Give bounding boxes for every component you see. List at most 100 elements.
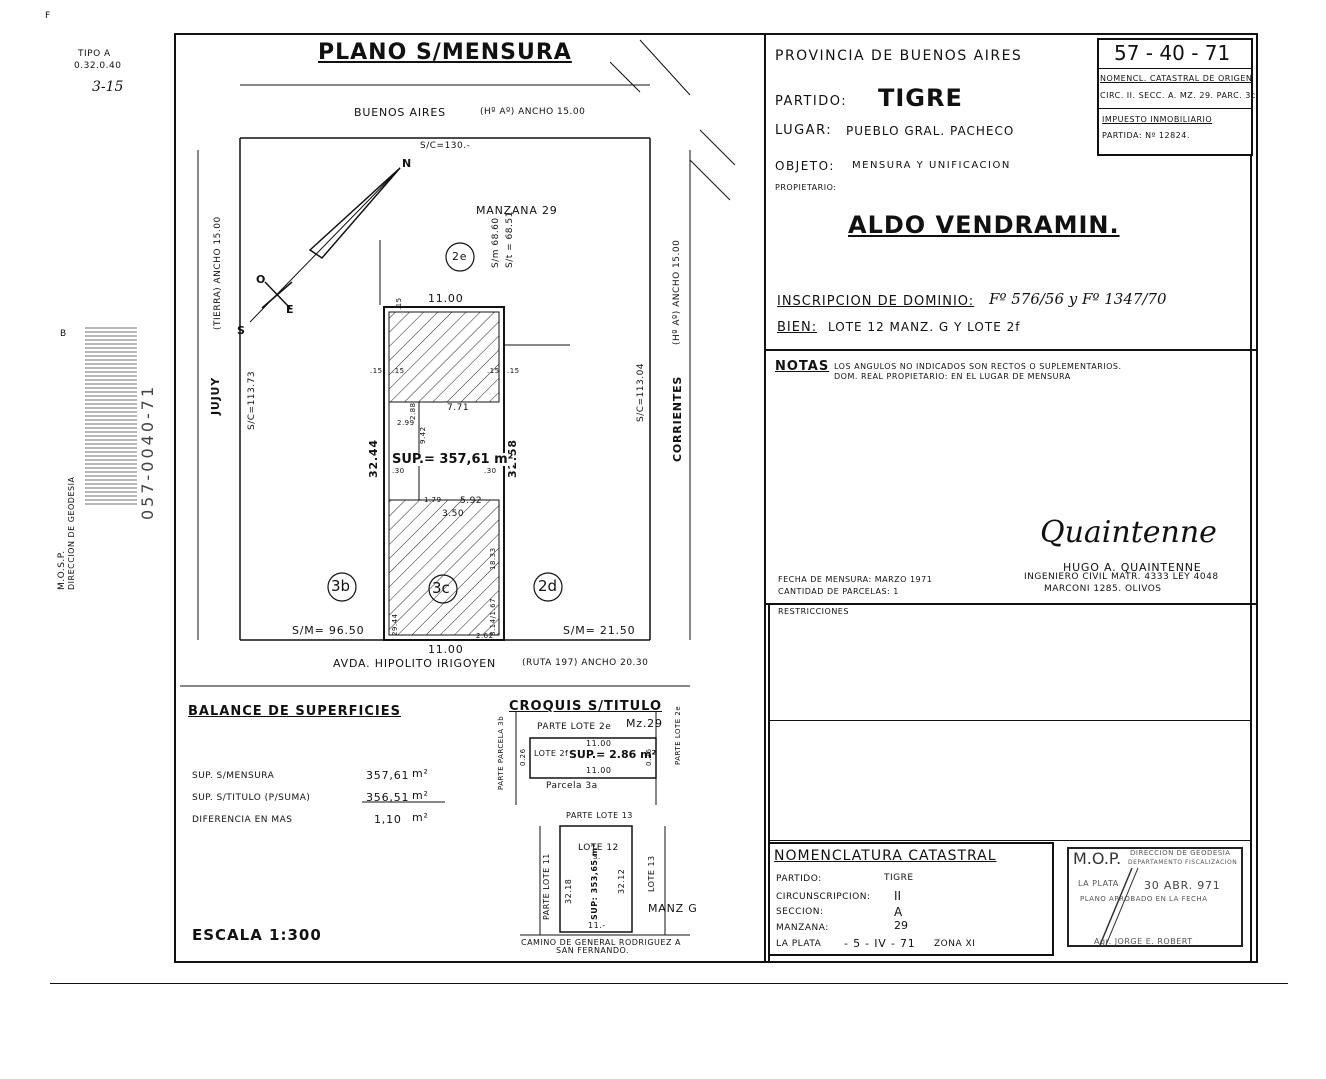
croquis-lote12-area: SUP: 353,65 m²: [590, 843, 599, 920]
street-bottom-note: (RUTA 197) ANCHO 20.30: [522, 658, 649, 668]
approval-stamp: [1067, 847, 1243, 947]
lugar-label: LUGAR:: [775, 123, 833, 138]
balance-row-2-value: 356,51: [366, 791, 410, 804]
margin-letter: B: [60, 329, 67, 339]
width-top: 11.00: [428, 292, 464, 305]
croquis-lote-r: 0.26: [645, 748, 653, 766]
inner-592: 5.92: [460, 496, 483, 506]
margin-barcode: [85, 325, 137, 505]
inner-262: 2.62: [476, 632, 494, 640]
notes-line-1: LOS ANGULOS NO INDICADOS SON RECTOS O SU…: [834, 362, 1122, 371]
notes-title: NOTAS: [775, 359, 830, 374]
inner-15e: .15: [395, 297, 403, 310]
bottom-left-measure: S/M= 96.50: [292, 624, 365, 637]
street-right-label: CORRIENTES: [671, 375, 684, 462]
balance-row-3-unit: m²: [412, 811, 429, 824]
street-left-measure: S/C=113.73: [247, 370, 257, 430]
stamp-sub: DEPARTAMENTO FISCALIZACION: [1128, 859, 1238, 866]
fecha-mensura: FECHA DE MENSURA: MARZO 1971: [778, 575, 933, 584]
left-side-length: 32.44: [367, 439, 380, 478]
margin-hand-note: 3-15: [92, 79, 124, 95]
la-plata-date: - 5 - IV - 71: [844, 937, 916, 950]
catalog-divider-1: [1097, 68, 1253, 69]
nomenclatura-value-2: II: [894, 889, 902, 903]
inner-771: 7.71: [447, 403, 470, 413]
street-top-note: (Hº Aº) ANCHO 15.00: [480, 107, 586, 117]
croquis-lote-area: SUP.= 2.86 m²: [569, 748, 657, 761]
balance-row-1-label: SUP. S/MENSURA: [192, 771, 275, 781]
nomenclatura-box: [768, 842, 1054, 956]
bottom-page-line: [50, 983, 1288, 984]
stamp-direccion: DIRECCION DE GEODESIA: [1130, 849, 1231, 857]
margin-code: 0.32.0.40: [74, 61, 122, 71]
inner-15c: .15: [487, 367, 500, 375]
nomenclatura-value-1: TIGRE: [884, 873, 914, 883]
stamp-place: LA PLATA: [1078, 879, 1119, 888]
croquis-camino-2: SAN FERNANDO.: [556, 946, 630, 955]
balance-row-2-unit: m²: [412, 789, 429, 802]
parcel-area: SUP.= 357,61 m²: [392, 452, 514, 467]
plan-title: PLANO S/MENSURA: [318, 40, 572, 65]
zona-label: ZONA XI: [934, 939, 976, 949]
street-right-note: (Hº Aº) ANCHO 15.00: [672, 239, 682, 345]
signer-address: MARCONI 1285. OLIVOS: [1044, 584, 1162, 594]
divider-main: [764, 33, 766, 963]
nomenclatura-label-4: MANZANA:: [776, 923, 829, 933]
balance-row-1-value: 357,61: [366, 769, 410, 782]
street-top-label: BUENOS AIRES: [354, 106, 446, 119]
inner-15d: .15: [507, 367, 520, 375]
inner-288: 2.88: [409, 402, 417, 420]
right-inner-edge: [1250, 156, 1252, 963]
scale-label: ESCALA 1:300: [192, 926, 322, 944]
bien-value: LOTE 12 MANZ. G Y LOTE 2f: [828, 320, 1021, 334]
north-label: N: [402, 157, 413, 170]
croquis-parte-lote-11: PARTE LOTE 11: [542, 853, 551, 920]
partido-label: PARTIDO:: [775, 94, 848, 109]
inner-2944: 29.44: [391, 613, 399, 636]
propietario-label: PROPIETARIO:: [775, 183, 837, 192]
croquis-lote-l: 0.26: [519, 748, 527, 766]
catalog-number: 57 - 40 - 71: [1114, 41, 1231, 65]
signature-image: Quaintenne: [1040, 515, 1217, 550]
inner-30b: .30: [484, 467, 497, 475]
notes-top-line: [764, 349, 1258, 351]
inner-15b: .15: [392, 367, 405, 375]
balance-row-2-label: SUP. S/TITULO (P/SUMA): [192, 793, 311, 803]
objeto-label: OBJETO:: [775, 159, 835, 173]
croquis-lote-bottom: 11.00: [586, 766, 612, 775]
croquis-lote12: LOTE 12: [578, 843, 619, 853]
nomenclatura-label-3: SECCION:: [776, 907, 824, 917]
header-panel: [764, 33, 1258, 351]
notes-line-2: DOM. REAL PROPIETARIO: EN EL LUGAR DE ME…: [834, 372, 1071, 381]
inscripcion-value: Fº 576/56 y Fº 1347/70: [989, 290, 1167, 308]
inner-942: 9.42: [419, 426, 427, 444]
balance-title: BALANCE DE SUPERFICIES: [188, 704, 402, 719]
croquis-parte-lote-13: PARTE LOTE 13: [566, 811, 633, 820]
nomencl-title: NOMENCL. CATASTRAL DE ORIGEN: [1100, 74, 1253, 83]
catalog-divider-2: [1097, 108, 1253, 109]
croquis-lote12-len: 32.18: [564, 878, 573, 904]
inner-350: 3.50: [442, 509, 465, 519]
street-left-note: (TIERRA) ANCHO 15.00: [213, 216, 223, 330]
partida-value: PARTIDA: Nº 12824.: [1102, 131, 1190, 140]
restricciones-line: [764, 603, 1258, 605]
parcel-3b: 3b: [331, 577, 351, 595]
bien-label: BIEN:: [777, 320, 818, 335]
croquis-title: CROQUIS S/TITULO: [509, 699, 663, 714]
catalog-box: [1097, 38, 1253, 156]
parcel-3c: 3c: [432, 579, 450, 597]
parcel-2e: 2e: [452, 250, 468, 263]
croquis-lote-right: PARTE LOTE 2e: [674, 705, 682, 765]
partido-value: TIGRE: [878, 84, 963, 112]
nomenclatura-title: NOMENCLATURA CATASTRAL: [774, 848, 997, 864]
inner-167: 8.14/1.67: [489, 597, 497, 636]
croquis-lote12-bottom: 11.-: [588, 921, 606, 930]
east-label: E: [286, 303, 295, 316]
rule-1: [768, 720, 1252, 721]
restricciones-label: RESTRICCIONES: [778, 607, 849, 616]
croquis-lote-left: PARTE PARCELA 3b: [497, 715, 505, 790]
street-right-measure: S/C=113.04: [636, 362, 646, 422]
street-left-label: JUJUY: [209, 376, 222, 415]
croquis-manz: MANZ G: [648, 902, 698, 915]
